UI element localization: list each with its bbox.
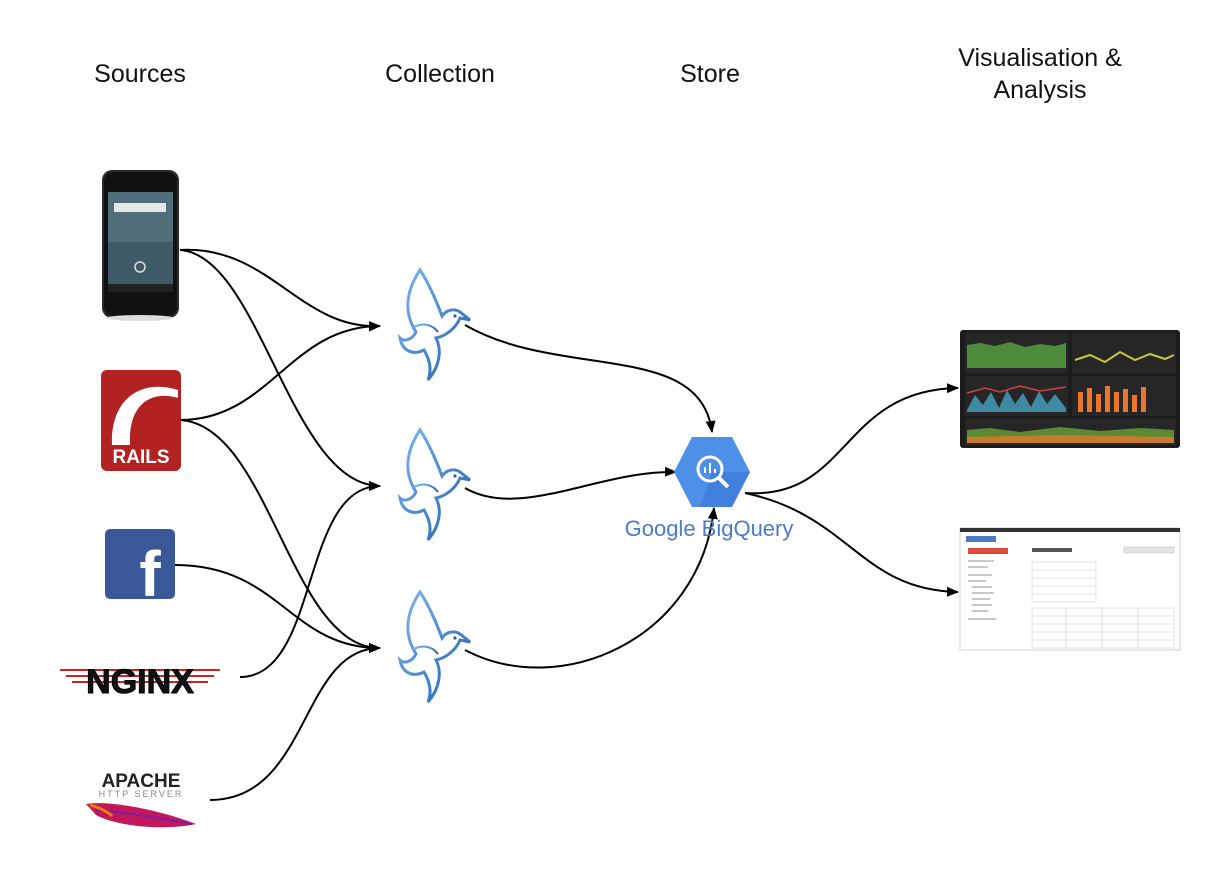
collector-2 — [398, 428, 472, 542]
source-connectors — [174, 248, 381, 801]
facebook-logo-icon: f — [105, 529, 175, 610]
nginx-logo-icon: NGINX — [60, 663, 220, 702]
hummingbird-icon — [398, 268, 472, 382]
connector-collector2-bigquery — [464, 466, 677, 500]
connector-android-collector1 — [179, 248, 381, 332]
collector-connectors — [464, 324, 718, 669]
output-connectors — [744, 383, 959, 597]
connector-bigquery-dashboard — [744, 383, 959, 495]
rails-label: RAILS — [113, 447, 170, 468]
connector-collector1-bigquery — [464, 324, 716, 433]
dashboard-screenshot-icon — [960, 330, 1180, 448]
connector-facebook-collector3 — [174, 564, 381, 653]
facebook-label: f — [139, 538, 161, 610]
apache-feather-icon: APACHE HTTP SERVER — [86, 771, 196, 828]
collector-1 — [398, 268, 472, 382]
nginx-label: NGINX — [86, 663, 194, 701]
collector-3 — [398, 590, 472, 704]
connector-rails-collector3 — [179, 419, 381, 653]
hummingbird-icon — [398, 590, 472, 704]
column-header-sources: Sources — [94, 60, 186, 88]
connector-rails-collector1 — [179, 321, 381, 421]
bigquery-hexagon-icon — [674, 437, 750, 507]
bigquery-console-screenshot-icon — [959, 527, 1181, 651]
column-header-store: Store — [680, 60, 740, 88]
apache-sublabel: HTTP SERVER — [99, 789, 184, 799]
hummingbird-icon — [398, 428, 472, 542]
connector-nginx-collector2 — [239, 481, 381, 678]
column-header-collection: Collection — [385, 60, 495, 88]
apache-label: APACHE — [102, 771, 181, 792]
rails-logo-icon: RAILS — [101, 370, 181, 471]
bigquery-label: Google BigQuery — [625, 516, 794, 541]
connector-apache-collector3 — [209, 643, 381, 801]
android-phone-icon — [102, 170, 179, 321]
connector-android-collector2 — [179, 249, 381, 491]
connector-collector3-bigquery — [464, 507, 718, 669]
column-header-visualisation: Visualisation & Analysis — [958, 44, 1122, 104]
connector-bigquery-console — [744, 492, 959, 597]
